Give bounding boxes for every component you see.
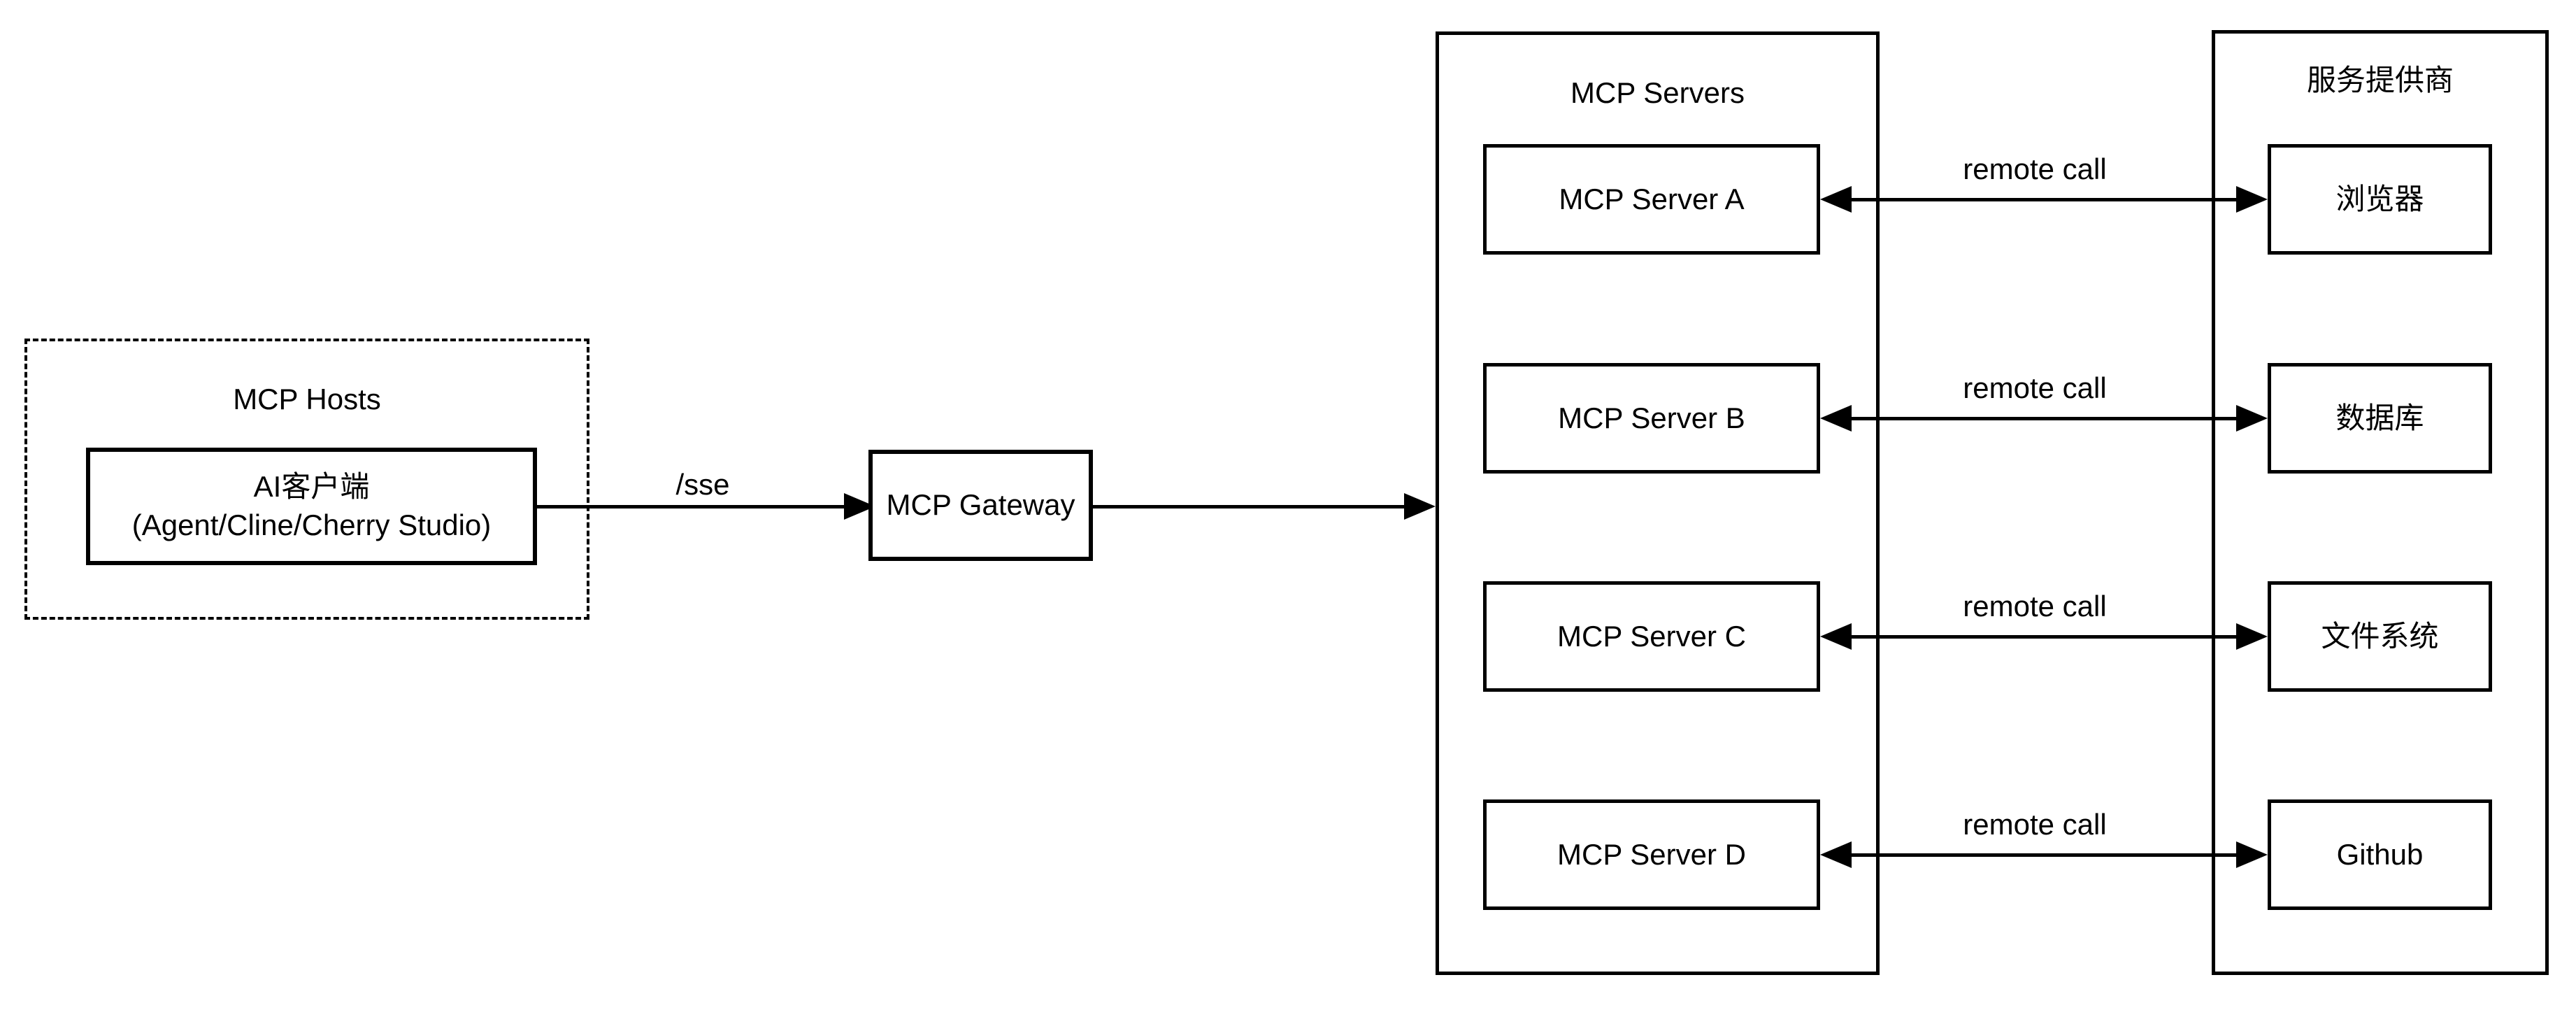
remote-call-arrow-line [1849, 635, 2238, 639]
sse-arrow-label: /sse [675, 468, 730, 501]
provider-database-label: 数据库 [2335, 401, 2424, 434]
sse-arrow-line [537, 505, 846, 508]
mcp-server-a-box: MCP Server A [1483, 144, 1820, 255]
remote-call-arrow-right-head-icon [2236, 405, 2268, 432]
mcp-gateway-box: MCP Gateway [868, 450, 1093, 561]
remote-call-arrow-line [1849, 417, 2238, 420]
remote-call-arrow-left-head-icon [1820, 186, 1852, 213]
service-providers-group-title: 服务提供商 [2306, 64, 2454, 97]
remote-call-arrow-left-head-icon [1820, 623, 1852, 650]
remote-call-label: remote call [1963, 590, 2107, 623]
ai-client-label-line2: (Agent/Cline/Cherry Studio) [131, 508, 492, 541]
provider-github-label: Github [2336, 837, 2424, 871]
mcp-server-d-box: MCP Server D [1483, 799, 1820, 910]
gateway-to-servers-arrow-line [1093, 505, 1405, 508]
remote-call-label: remote call [1963, 152, 2107, 185]
provider-filesystem-label: 文件系统 [2321, 619, 2439, 653]
remote-call-arrow-right-head-icon [2236, 186, 2268, 213]
remote-call-arrow-left-head-icon [1820, 841, 1852, 868]
provider-filesystem-box: 文件系统 [2268, 581, 2492, 692]
provider-browser-label: 浏览器 [2335, 182, 2424, 215]
provider-database-box: 数据库 [2268, 363, 2492, 474]
mcp-server-c-label: MCP Server C [1557, 619, 1746, 653]
gateway-to-servers-arrow-head-icon [1404, 493, 1436, 520]
remote-call-label: remote call [1963, 808, 2107, 841]
provider-browser-box: 浏览器 [2268, 144, 2492, 255]
remote-call-arrow-left-head-icon [1820, 405, 1852, 432]
mcp-server-b-box: MCP Server B [1483, 363, 1820, 474]
provider-github-box: Github [2268, 799, 2492, 910]
ai-client-label-line1: AI客户端 [253, 470, 370, 504]
mcp-server-d-label: MCP Server D [1557, 837, 1746, 871]
mcp-hosts-group-box [24, 339, 589, 620]
mcp-servers-group-title: MCP Servers [1570, 76, 1745, 109]
remote-call-arrow-right-head-icon [2236, 841, 2268, 868]
remote-call-arrow-line [1849, 853, 2238, 857]
mcp-server-c-box: MCP Server C [1483, 581, 1820, 692]
remote-call-arrow-line [1849, 198, 2238, 201]
ai-client-box: AI客户端 (Agent/Cline/Cherry Studio) [86, 448, 537, 565]
mcp-gateway-label: MCP Gateway [886, 488, 1075, 522]
remote-call-label: remote call [1963, 371, 2107, 404]
mcp-hosts-group-title: MCP Hosts [233, 383, 381, 415]
mcp-server-a-label: MCP Server A [1559, 182, 1745, 215]
remote-call-arrow-right-head-icon [2236, 623, 2268, 650]
mcp-server-b-label: MCP Server B [1558, 401, 1745, 434]
